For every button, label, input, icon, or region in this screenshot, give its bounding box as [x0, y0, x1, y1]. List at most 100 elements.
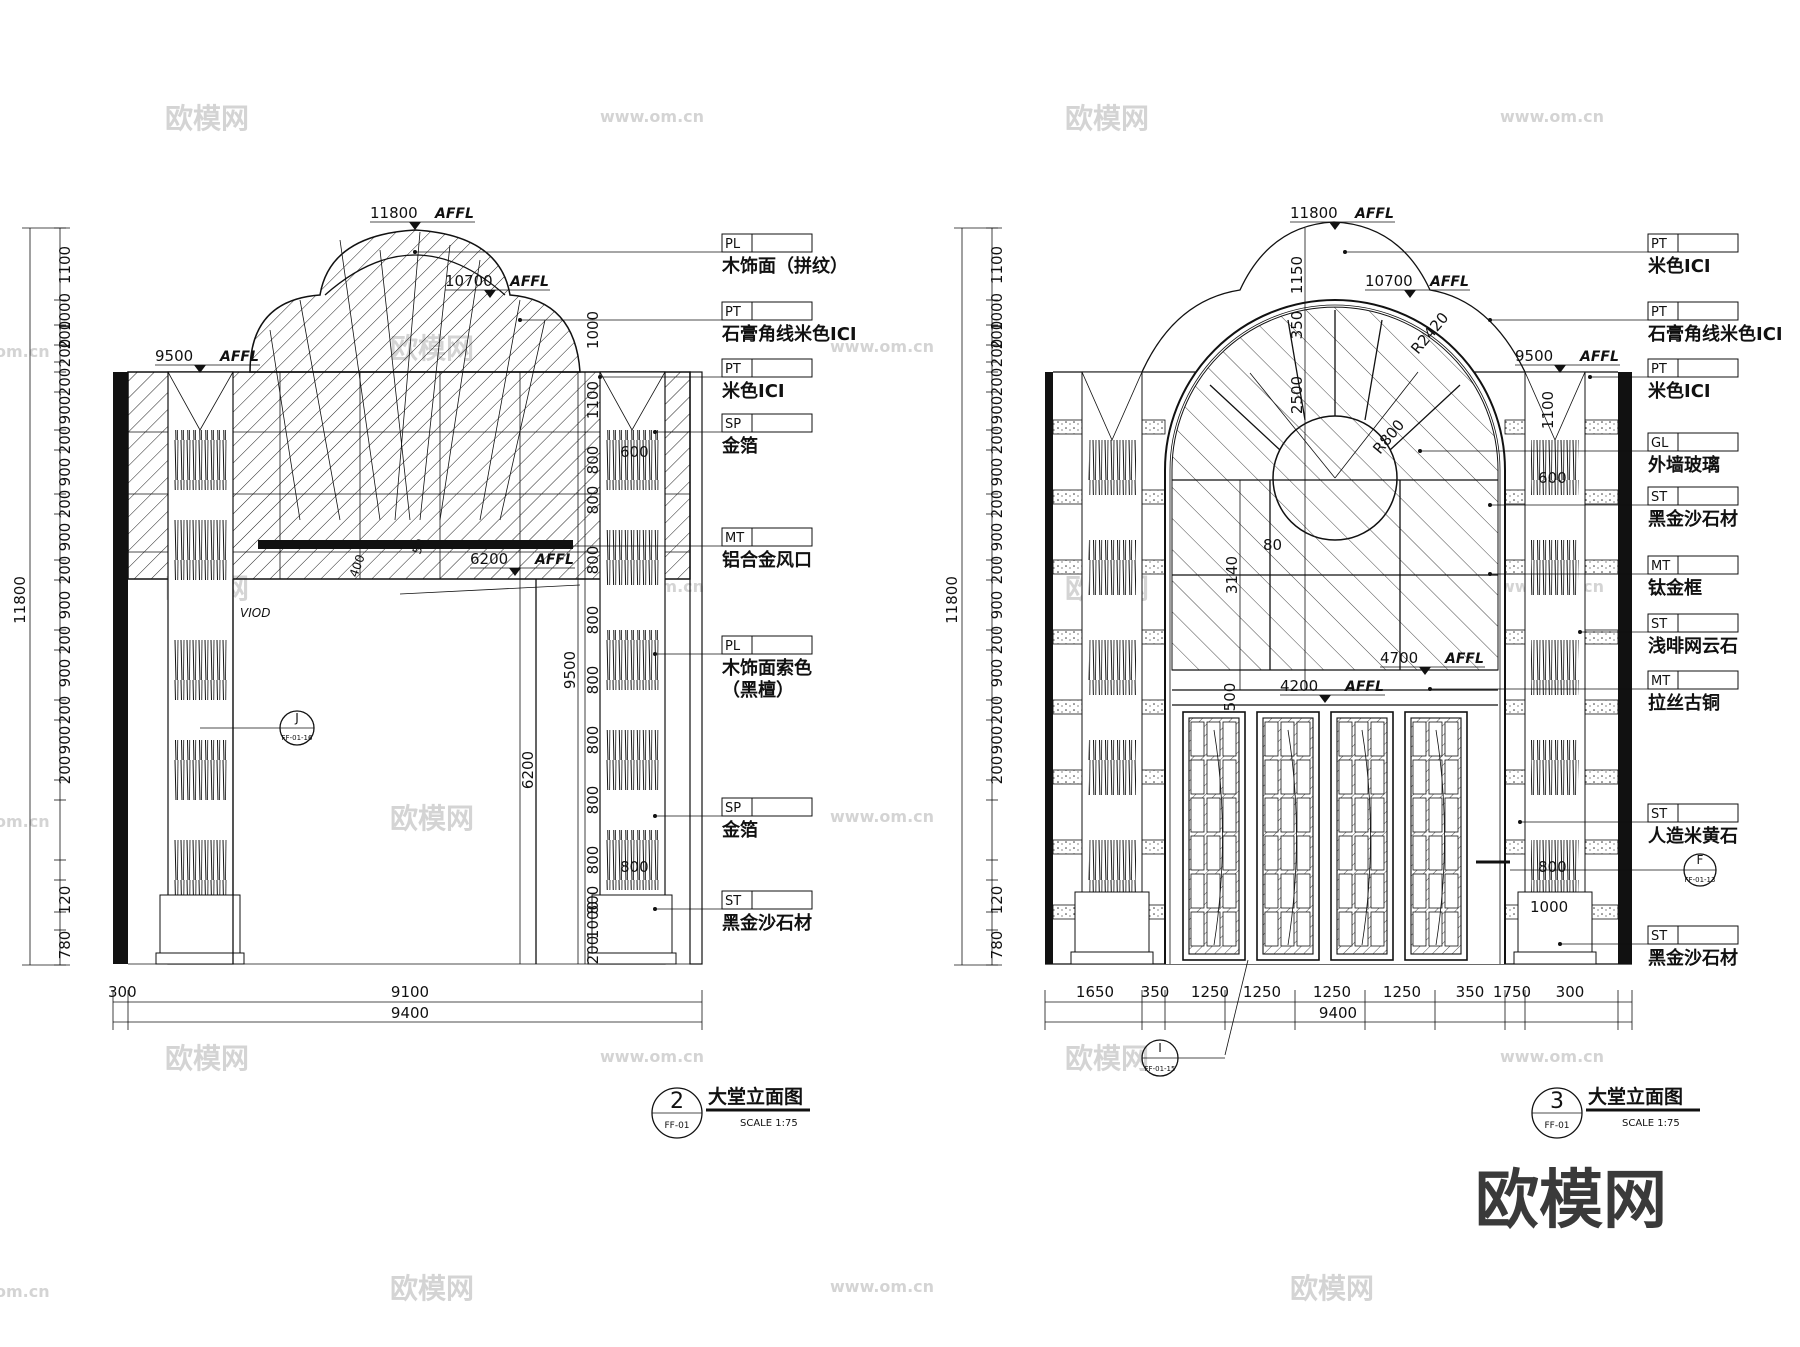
right-dim-segment: 1000: [584, 901, 602, 939]
height-dim-segment: 200: [56, 321, 74, 350]
callout-text-line2: （黑檀）: [722, 679, 794, 701]
height-dim-segment: 900: [988, 659, 1006, 688]
callout-code: MT: [1651, 674, 1670, 689]
callout-text: 米色ICI: [722, 380, 785, 402]
height-dim-segment: 200: [56, 368, 74, 397]
right-wall-line: [689, 371, 703, 965]
callout-text: 石膏角线米色ICI: [1647, 323, 1783, 345]
left-drawing-title: 2 FF-01 大堂立面图 SCALE 1:75: [651, 1085, 810, 1139]
level-value: 11800: [370, 204, 418, 222]
watermark-url: www.om.cn: [600, 107, 704, 126]
level-value: 4200: [1280, 677, 1318, 695]
left-wall-section: [113, 372, 128, 964]
material-callout: PT 石膏角线米色ICI: [518, 301, 857, 345]
bottom-dim-segment: 350: [1141, 983, 1170, 1001]
overall-height-label: 11800: [11, 576, 29, 624]
callout-text: 金箔: [721, 435, 758, 457]
bottom-dim-segment: 350: [1456, 983, 1485, 1001]
bottom-dim-segment: 1250: [1313, 983, 1351, 1001]
callout-code: GL: [1651, 436, 1669, 451]
height-dim-segment: 900: [56, 523, 74, 552]
section-reference-j: J FF-01-16: [200, 710, 315, 746]
bottom-dim-segment: 1750: [1493, 983, 1531, 1001]
right-elevation: 11800 1100100020020020090020090020090020…: [943, 204, 1783, 1139]
section-reference-f: F FF-01-13: [1510, 853, 1717, 887]
height-dim-segment: 900: [56, 659, 74, 688]
right-inner-dimensions: 1150 350 2500 3140 500 1100 80 600 800 1…: [1221, 228, 1568, 916]
title-badge-sheet: FF-01: [1544, 1121, 1569, 1131]
callout-text: 黑金沙石材: [1648, 508, 1738, 530]
bottom-dim-segment: 1250: [1191, 983, 1229, 1001]
callout-text: 米色ICI: [1648, 255, 1711, 277]
height-dim-segment: 200: [56, 426, 74, 455]
material-callout: PT 米色ICI: [1343, 233, 1739, 277]
level-suffix: AFFL: [219, 349, 259, 365]
watermark-url: www.om.cn: [830, 807, 934, 826]
watermark-url: www.om.cn: [830, 337, 934, 356]
level-suffix: AFFL: [1579, 349, 1619, 365]
level-suffix: AFFL: [1354, 206, 1394, 222]
level-suffix: AFFL: [1344, 679, 1384, 695]
height-dim-segment: 900: [56, 726, 74, 755]
height-dim-segment: 900: [56, 458, 74, 487]
callout-code: PT: [1651, 237, 1667, 252]
section-ref-sheet: FF-01-15: [1145, 1065, 1176, 1073]
door-leaf[interactable]: [1256, 711, 1320, 961]
small-dim-80: 80: [1263, 536, 1282, 554]
bottom-dim-segment: 300: [1556, 983, 1585, 1001]
height-dim-segment: 200: [56, 756, 74, 785]
watermark-brand: 欧模网: [1290, 1272, 1374, 1305]
callout-code: PL: [725, 639, 741, 654]
callout-code: ST: [1651, 929, 1667, 944]
right-dim-segment: 800: [584, 446, 602, 475]
callout-code: PT: [725, 362, 741, 377]
height-dim-segment: 1000: [988, 293, 1006, 331]
overall-height-label: 11800: [943, 576, 961, 624]
left-column: [155, 371, 245, 965]
watermark-url: www.om.cn: [830, 1277, 934, 1296]
height-dim-segment: 200: [988, 321, 1006, 350]
callout-text: 米色ICI: [1648, 380, 1711, 402]
height-dim-segment: 900: [988, 396, 1006, 425]
section-ref-sheet: FF-01-13: [1685, 876, 1716, 884]
callout-text: 木饰面（拼纹）: [721, 255, 848, 277]
callout-code: ST: [1651, 617, 1667, 632]
callout-text: 金箔: [721, 819, 758, 841]
note-50: 50: [410, 537, 428, 556]
watermark-url: om.cn: [0, 342, 50, 361]
callout-code: SP: [725, 417, 741, 432]
inner-dim-500: 500: [1221, 683, 1239, 712]
watermark-brand: 欧模网: [165, 1042, 249, 1075]
callout-text: 木饰面索色: [721, 657, 812, 679]
right-dim-segment: 800: [584, 486, 602, 515]
right-dim-segment: 800: [584, 666, 602, 695]
title-badge-number: 3: [1550, 1089, 1564, 1114]
callout-text: 石膏角线米色ICI: [721, 323, 857, 345]
level-value: 10700: [445, 272, 493, 290]
right-height-dimension-chain: 11800 1100100020020020090020090020090020…: [943, 227, 1006, 966]
level-suffix: AFFL: [434, 206, 474, 222]
inner-height-dimensions: 9500 6200 100011008008008008008008008008…: [519, 311, 602, 964]
note-viod: VIOD: [240, 606, 270, 620]
door-leaf[interactable]: [1330, 711, 1394, 961]
callout-code: SP: [725, 801, 741, 816]
callout-text: 浅啡网云石: [1648, 635, 1738, 657]
bottom-dim-segment: 1250: [1383, 983, 1421, 1001]
height-dim-segment: 200: [56, 626, 74, 655]
watermark-brand: 欧模网: [1065, 1042, 1149, 1075]
callout-code: PT: [725, 305, 741, 320]
left-pilaster: [1070, 371, 1154, 965]
inner-dim-1150: 1150: [1288, 256, 1306, 294]
door-leaf[interactable]: [1182, 711, 1246, 961]
door-leaf[interactable]: [1404, 711, 1468, 961]
section-reference-i: I FF-01-15: [1141, 959, 1249, 1077]
